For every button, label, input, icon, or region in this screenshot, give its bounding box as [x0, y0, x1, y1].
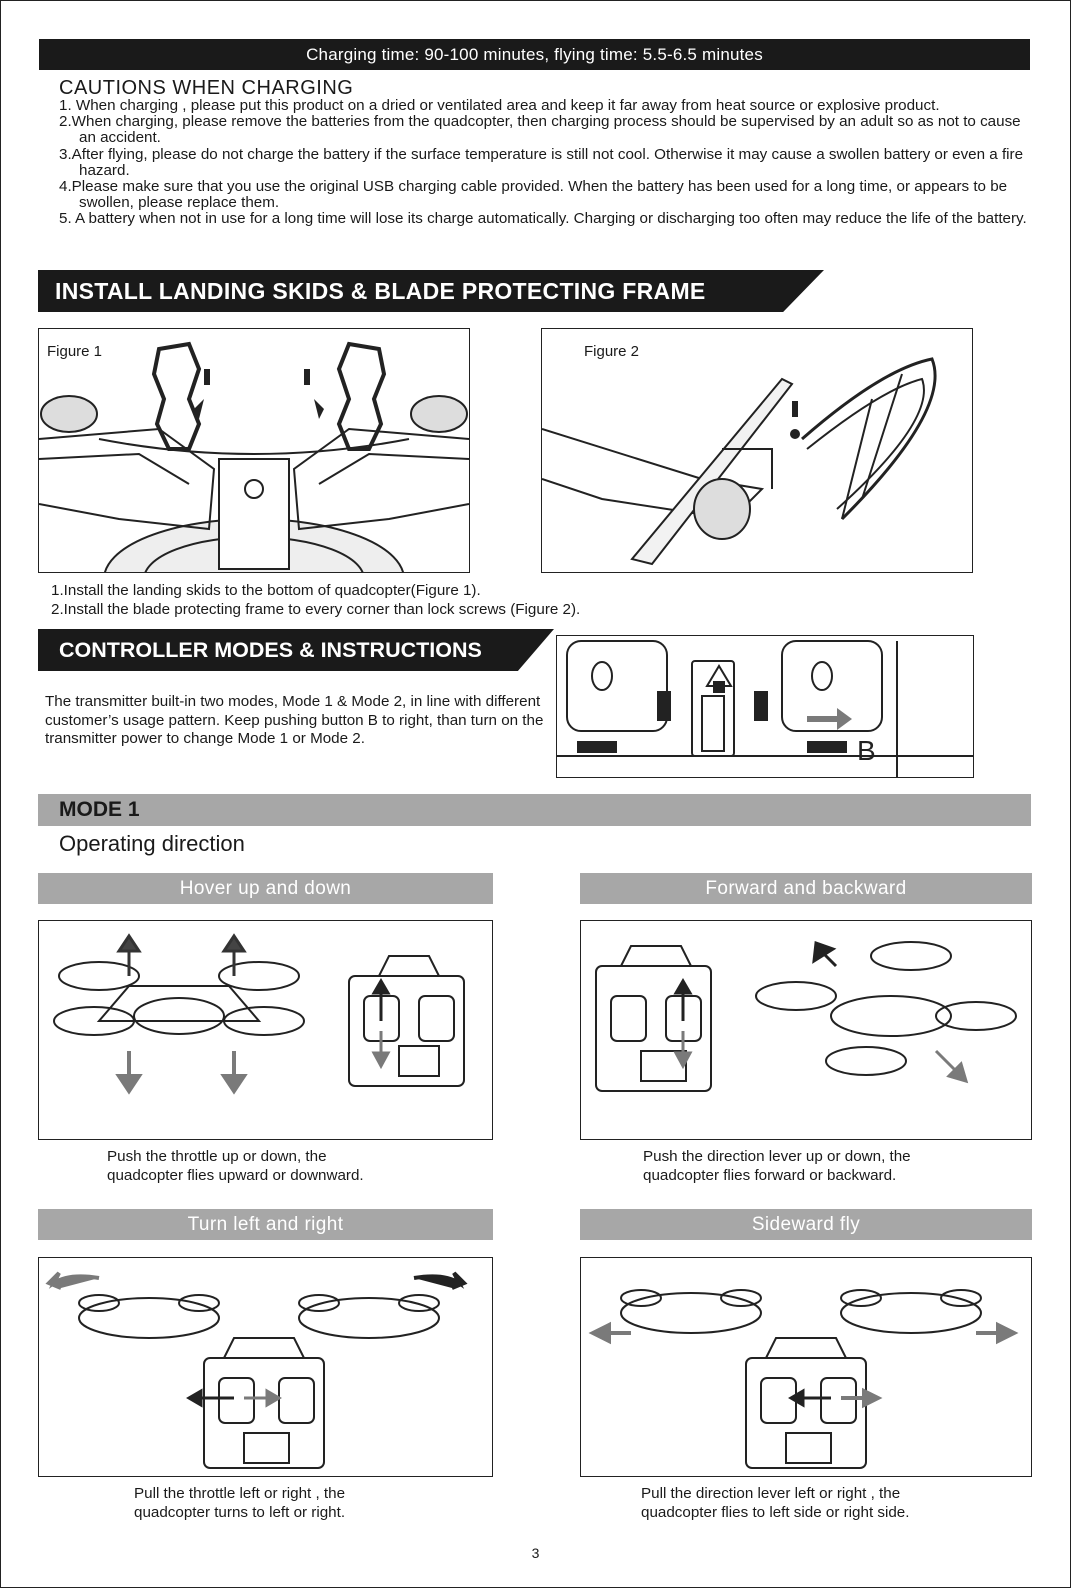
figure-2-label: Figure 2	[584, 343, 640, 360]
controller-description: The transmitter built-in two modes, Mode…	[45, 693, 544, 747]
figure-1-box: Figure 1	[38, 328, 470, 573]
panel-heading-sideward: Sideward fly	[580, 1209, 1032, 1240]
figure-1-label: Figure 1	[47, 343, 103, 360]
controller-section-title: CONTROLLER MODES & INSTRUCTIONS	[38, 629, 554, 671]
caption-line: quadcopter turns to left or right.	[134, 1503, 346, 1521]
panel-heading-hover: Hover up and down	[38, 873, 493, 904]
turn-illustration	[45, 1271, 468, 1469]
blade-frame-illustration	[542, 357, 937, 566]
panel-forward-box	[580, 920, 1032, 1140]
panel-hover-box	[38, 920, 493, 1140]
sideward-illustration	[588, 1289, 1019, 1469]
transmitter-illustration: B	[557, 640, 973, 777]
install-steps: 1.Install the landing skids to the botto…	[51, 582, 580, 619]
figure-2-box: Figure 2	[541, 328, 973, 573]
caution-item: 1. When charging , please put this produ…	[59, 97, 940, 114]
panel-caption-turn: Pull the throttle left or right , the qu…	[134, 1485, 345, 1522]
panel-caption-hover: Push the throttle up or down, the quadco…	[107, 1148, 364, 1185]
panel-caption-sideward: Pull the direction lever left or right ,…	[641, 1485, 909, 1522]
hover-illustration	[53, 933, 465, 1095]
landing-skid-illustration	[39, 341, 469, 572]
panel-sideward-box	[580, 1257, 1032, 1477]
caption-line: Pull the throttle left or right , the	[134, 1485, 346, 1502]
panel-turn-box	[38, 1257, 493, 1477]
forward-illustration	[595, 940, 1017, 1092]
charging-time-bar: Charging time: 90-100 minutes, flying ti…	[39, 39, 1030, 70]
caption-line: Push the direction lever up or down, the	[643, 1148, 911, 1165]
caution-item: 5. A battery when not in use for a long …	[59, 210, 1027, 228]
operating-direction-title: Operating direction	[59, 831, 245, 856]
install-section-title: INSTALL LANDING SKIDS & BLADE PROTECTING…	[38, 270, 824, 312]
install-title-text: INSTALL LANDING SKIDS & BLADE PROTECTING…	[55, 277, 706, 304]
mode-1-bar: MODE 1	[38, 794, 1031, 826]
caption-line: quadcopter flies to left side or right s…	[641, 1503, 910, 1521]
page-number: 3	[531, 1545, 540, 1561]
caution-item: 4.Please make sure that you use the orig…	[59, 178, 1008, 212]
caption-line: quadcopter flies forward or backward.	[643, 1166, 897, 1184]
install-step: 1.Install the landing skids to the botto…	[51, 582, 481, 599]
install-step: 2.Install the blade protecting frame to …	[51, 600, 581, 618]
controller-closeup-box: B	[556, 635, 974, 778]
caption-line: Push the throttle up or down, the	[107, 1148, 327, 1165]
button-b-label: B	[857, 735, 876, 766]
caption-line: quadcopter flies upward or downward.	[107, 1166, 364, 1184]
caption-line: Pull the direction lever left or right ,…	[641, 1485, 901, 1502]
caution-item: 3.After flying, please do not charge the…	[59, 145, 1024, 179]
controller-title-text: CONTROLLER MODES & INSTRUCTIONS	[59, 637, 482, 662]
cautions-title: CAUTIONS WHEN CHARGING	[59, 77, 354, 99]
cautions-list: 1. When charging , please put this produ…	[59, 97, 1029, 228]
caution-item: 2.When charging, please remove the batte…	[59, 113, 1021, 147]
panel-heading-forward: Forward and backward	[580, 873, 1032, 904]
panel-caption-forward: Push the direction lever up or down, the…	[643, 1148, 911, 1185]
panel-heading-turn: Turn left and right	[38, 1209, 493, 1240]
